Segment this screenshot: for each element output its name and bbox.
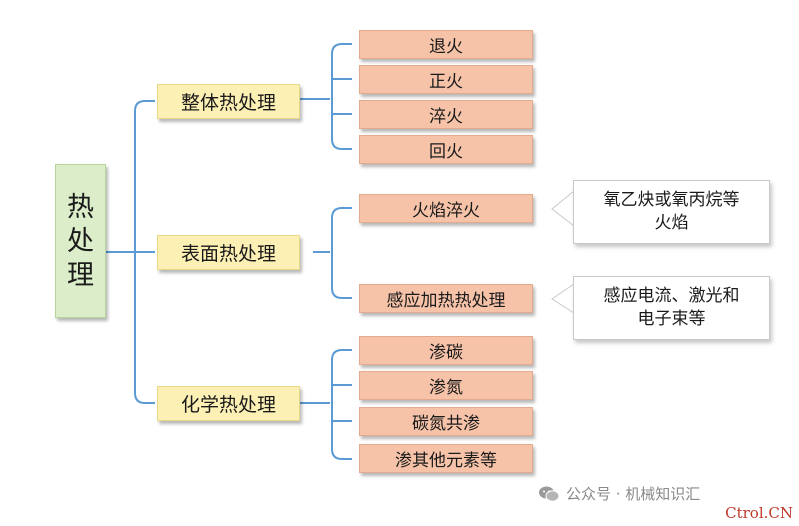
root-char-2: 处: [67, 226, 94, 257]
site-mark: Ctrol.CN: [725, 504, 793, 522]
note-flame: 氧乙炔或氧丙烷等 火焰: [573, 180, 770, 244]
wechat-icon: [539, 486, 560, 502]
root-node: 热 处 理: [55, 164, 106, 318]
category-surface: 表面热处理: [157, 235, 300, 270]
note-flame-line-2: 火焰: [654, 213, 689, 233]
category-chemical: 化学热处理: [157, 386, 300, 421]
leaf-carburizing: 渗碳: [359, 336, 533, 365]
category-whole: 整体热处理: [157, 84, 300, 119]
leaf-flame-hardening: 火焰淬火: [359, 194, 533, 223]
note-induction-line-2: 电子束等: [637, 309, 706, 329]
root-char-3: 理: [67, 260, 94, 291]
watermark: 公众号 · 机械知识汇: [538, 483, 700, 504]
note-induction: 感应电流、激光和 电子束等: [573, 276, 770, 340]
leaf-nitriding: 渗氮: [359, 371, 533, 400]
leaf-carbonitriding: 碳氮共渗: [359, 407, 533, 436]
leaf-normalizing: 正火: [359, 65, 533, 94]
leaf-quenching: 淬火: [359, 100, 533, 129]
leaf-induction-hardening: 感应加热热处理: [359, 284, 533, 313]
note-induction-line-1: 感应电流、激光和: [603, 286, 740, 306]
leaf-other-elements: 渗其他元素等: [359, 444, 533, 473]
note-flame-line-1: 氧乙炔或氧丙烷等: [603, 190, 740, 210]
leaf-tempering: 回火: [359, 135, 533, 164]
watermark-text: 公众号 · 机械知识汇: [566, 485, 701, 503]
root-char-1: 热: [67, 192, 94, 223]
leaf-annealing: 退火: [359, 30, 533, 59]
